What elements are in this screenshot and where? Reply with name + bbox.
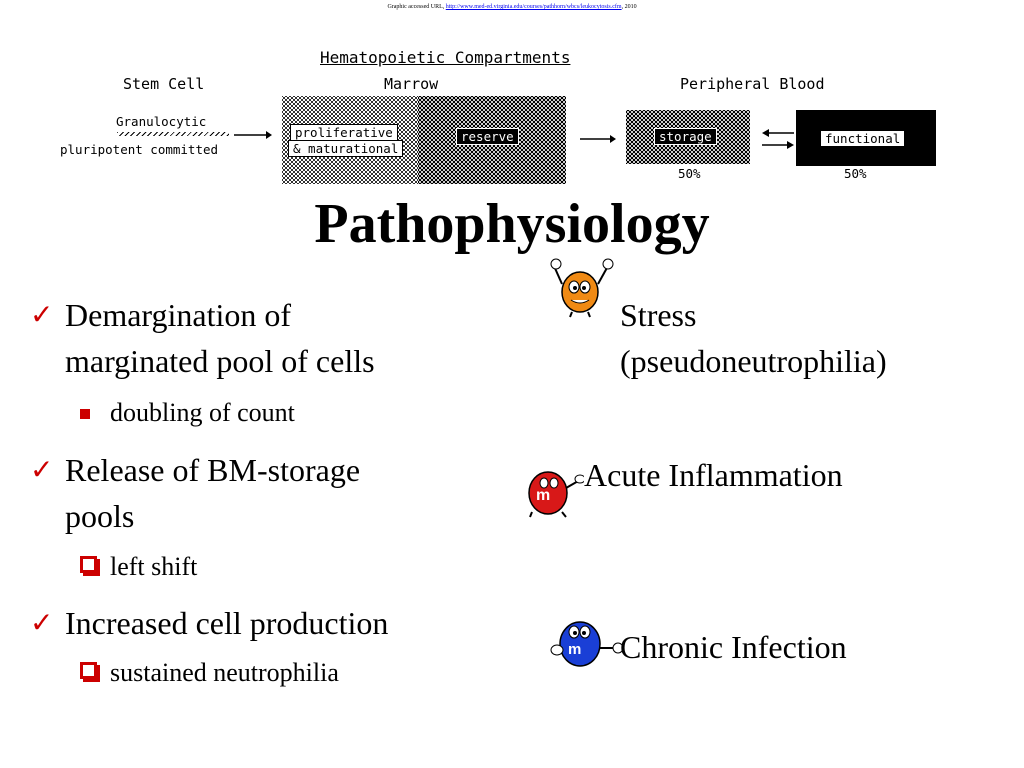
stem-cell-label: Stem Cell — [123, 75, 205, 93]
checkmark-icon: ✓ — [30, 300, 54, 331]
storage-percent: 50% — [678, 166, 701, 181]
granulocytic-label: Granulocytic — [116, 114, 207, 129]
svg-text:m: m — [536, 487, 550, 504]
caption-prefix: Graphic accessed URL — [387, 4, 443, 10]
sub-bullet-text: doubling of count — [110, 398, 295, 427]
arrow-to-storage-icon — [580, 135, 616, 143]
storage-compartment — [626, 110, 750, 164]
hematopoietic-diagram: Hematopoietic Compartments Stem Cell Mar… — [0, 0, 1024, 195]
caption-link[interactable]: http://www.med-ed.virginia.edu/courses/p… — [445, 4, 622, 10]
bullet-text-line2: marginated pool of cells — [65, 343, 375, 379]
diagram-title: Hematopoietic Compartments — [320, 48, 571, 67]
sub-bullet-text: sustained neutrophilia — [110, 658, 339, 687]
graphic-credit-caption: Graphic accessed URL, http://www.med-ed.… — [387, 4, 637, 10]
reserve-label: reserve — [456, 128, 519, 145]
exchange-arrows-icon — [762, 129, 794, 149]
stress-label-line2: (pseudoneutrophilia) — [620, 343, 887, 379]
functional-percent: 50% — [844, 166, 867, 181]
checkbox-bullet-icon — [80, 556, 97, 573]
functional-label: functional — [820, 130, 906, 147]
svg-text:m: m — [568, 641, 581, 658]
bullet-text-line2: pools — [65, 498, 135, 534]
blue-candy-character-icon: m — [550, 621, 624, 667]
sub-bullet-text: left shift — [110, 552, 198, 581]
square-bullet-icon — [80, 409, 90, 419]
maturational-label: & maturational — [288, 140, 404, 157]
peripheral-blood-label: Peripheral Blood — [680, 75, 825, 93]
wavy-divider — [117, 132, 229, 136]
storage-label: storage — [654, 128, 717, 145]
bullet-text-line1: Increased cell production — [65, 605, 389, 641]
arrow-to-marrow-icon — [234, 131, 272, 139]
proliferative-label: proliferative — [290, 124, 398, 141]
acute-inflammation-label: Acute Inflammation — [584, 457, 843, 493]
stress-label-line1: Stress — [620, 297, 697, 333]
checkbox-bullet-icon — [80, 662, 97, 679]
orange-candy-character-icon — [550, 258, 614, 318]
marrow-label: Marrow — [384, 75, 439, 93]
red-candy-character-icon: m — [528, 471, 584, 518]
pluripotent-committed-label: pluripotent committed — [60, 142, 219, 157]
checkmark-icon: ✓ — [30, 455, 54, 486]
bullet-text-line1: Release of BM-storage — [65, 452, 361, 488]
bullet-text-line1: Demargination of — [65, 297, 292, 333]
checkmark-icon: ✓ — [30, 608, 54, 639]
caption-suffix: , 2010 — [621, 4, 637, 10]
chronic-infection-label: Chronic Infection — [620, 629, 847, 665]
slide-title: Pathophysiology — [314, 193, 710, 255]
